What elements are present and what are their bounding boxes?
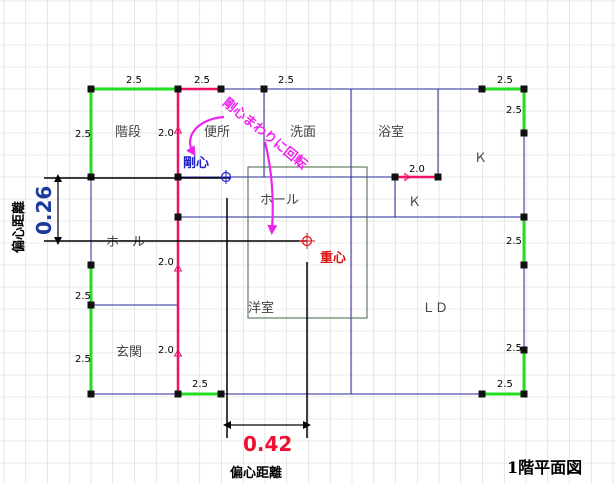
wall-node xyxy=(217,85,225,93)
dim-bottom-1: 2.5 xyxy=(192,379,208,390)
drawing-title: 1階平面図 xyxy=(507,458,582,477)
triangle-marker-icon xyxy=(404,172,411,182)
wall-node xyxy=(174,390,182,398)
triangle-marker-icon xyxy=(173,264,183,272)
dim-left-3: 2.5 xyxy=(75,354,91,365)
room-entrance: 玄関 xyxy=(116,345,142,360)
green-walls xyxy=(89,87,526,396)
room-kitchen-1: Ｋ xyxy=(474,151,487,166)
wall-node xyxy=(478,390,486,398)
wall-node xyxy=(520,129,528,137)
wall-node xyxy=(520,390,528,398)
wall-dimension-labels: 2.5 2.5 2.5 2.5 2.5 2.5 2.5 2.5 2.5 2.5 … xyxy=(75,75,522,390)
eccentric-vertical-dimension: 0.26 偏心距離 xyxy=(11,174,62,253)
wall-node xyxy=(87,390,95,398)
room-western: 洋室 xyxy=(248,300,274,316)
dim-right-2: 2.5 xyxy=(506,236,522,247)
eccentric-horizontal-value: 0.42 xyxy=(243,432,292,456)
eccentric-horizontal-dimension: 0.42 偏心距離 xyxy=(223,421,311,481)
eccentric-vertical-label: 偏心距離 xyxy=(11,201,27,253)
dim-left-1: 2.5 xyxy=(75,129,91,140)
dim-inner-1: 2.0 xyxy=(158,128,174,139)
dim-inner-4: 2.0 xyxy=(409,164,425,175)
room-labels: 階段 便所 洗面 浴室 Ｋ Ｋ ホール ホール 洋室 玄関 ＬＤ xyxy=(106,124,487,360)
wall-node xyxy=(520,261,528,269)
dim-inner-3: 2.0 xyxy=(158,345,174,356)
wall-node xyxy=(174,173,182,181)
red-wall-markers xyxy=(173,126,411,357)
wall-node xyxy=(520,213,528,221)
eccentric-horizontal-label: 偏心距離 xyxy=(230,465,282,481)
wall-node xyxy=(391,173,399,181)
gravity-center-marker: 重心 xyxy=(299,233,346,266)
center-lines xyxy=(44,177,308,438)
wall-node xyxy=(87,173,95,181)
rotation-arrow-down xyxy=(263,141,278,235)
triangle-marker-icon xyxy=(173,349,183,357)
dim-top-2: 2.5 xyxy=(194,75,210,86)
dim-bottom-2: 2.5 xyxy=(497,379,513,390)
wall-node xyxy=(520,346,528,354)
wall-node xyxy=(520,85,528,93)
room-bathroom: 浴室 xyxy=(378,124,404,140)
wall-nodes xyxy=(87,85,528,398)
eccentric-vertical-value: 0.26 xyxy=(32,186,56,235)
room-hall-left: ホール xyxy=(106,235,145,250)
room-hall-upper: ホール xyxy=(260,193,299,208)
wall-node xyxy=(478,85,486,93)
room-ld: ＬＤ xyxy=(422,301,448,316)
wall-node xyxy=(217,390,225,398)
dim-top-4: 2.5 xyxy=(497,75,513,86)
room-stairs: 階段 xyxy=(115,125,141,140)
dim-top-1: 2.5 xyxy=(126,75,142,86)
rigidity-center-label: 剛心 xyxy=(183,156,209,171)
rigidity-center-marker: 剛心 xyxy=(183,156,233,184)
wall-node xyxy=(87,85,95,93)
dim-inner-2: 2.0 xyxy=(158,257,174,268)
room-washroom: 洗面 xyxy=(290,125,316,140)
wall-node xyxy=(174,85,182,93)
dim-right-3: 2.5 xyxy=(506,343,522,354)
wall-node xyxy=(174,213,182,221)
triangle-marker-icon xyxy=(173,126,183,134)
wall-node xyxy=(87,261,95,269)
wall-node xyxy=(260,85,268,93)
room-toilet: 便所 xyxy=(204,125,230,140)
gravity-center-label: 重心 xyxy=(320,250,346,266)
rotation-arrow-left xyxy=(186,115,225,157)
wall-node xyxy=(434,173,442,181)
dim-left-2: 2.5 xyxy=(75,291,91,302)
wall-node xyxy=(87,301,95,309)
room-kitchen-2: Ｋ xyxy=(408,195,421,210)
dim-right-1: 2.5 xyxy=(506,105,522,116)
dim-top-3: 2.5 xyxy=(278,75,294,86)
